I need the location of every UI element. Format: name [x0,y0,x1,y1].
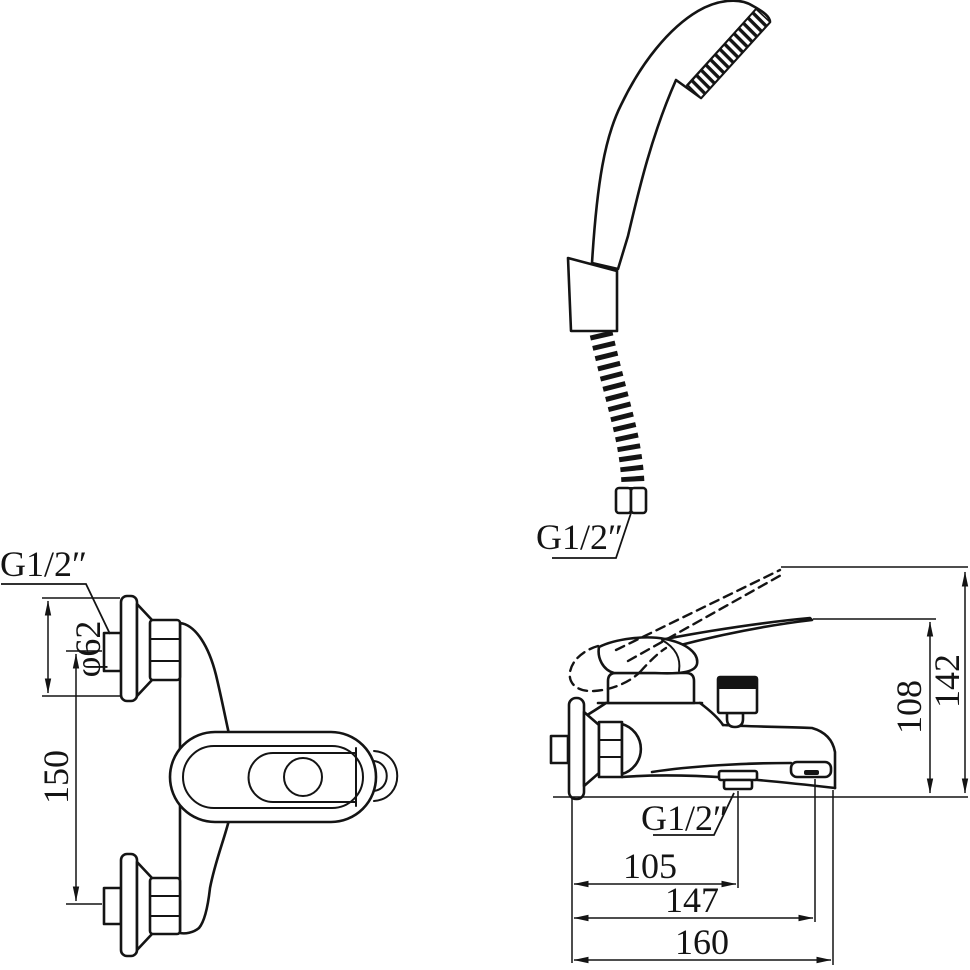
flange-cone [582,710,601,788]
dim-height-overall: 142 [927,571,969,794]
hex-nut [597,720,624,779]
projection-total-text: 160 [675,922,729,962]
cartridge-cover [606,671,696,705]
lever-grip-ridge [661,639,681,672]
dim-offset-hose-outlet: 105 [573,846,737,888]
shower-holder-bracket [566,256,619,333]
knob-neck [725,711,745,729]
dim-offset-spout-outlet: 147 [573,880,814,922]
hose-thread-label: G1/2″ [536,517,623,557]
lever-handle-dashed [568,568,785,693]
top-wall-connector [102,594,182,703]
hose-thread-leader [552,512,632,559]
outlet-thread-label: G1/2″ [641,798,728,838]
handle-front-inner [182,745,364,809]
body-boss [620,722,643,776]
dim-projection-total: 160 [573,922,832,964]
handle-front-capsule [247,752,357,803]
hex-nut [148,618,182,682]
inlet-thread-leader [1,583,111,635]
spout-top-edge [721,723,837,790]
inlet-spacing-text: 150 [36,750,76,804]
height-overall-text: 142 [927,654,967,708]
offset-spout-outlet-text: 147 [665,880,719,920]
thread-stub [549,734,570,765]
front-view: G1/2″ φ62 150 [0,544,399,958]
dim-inlet-spacing: 150 [36,650,102,905]
ext-lines [571,566,968,965]
flange-disc [567,696,586,801]
flange-disc [119,594,139,703]
side-wall-connector [549,696,643,801]
handle-front-tip-inner [373,760,388,792]
hose-end-nut [614,486,633,515]
inlet-thread-label: G1/2″ [0,544,87,584]
thread-stub [102,886,123,926]
hose-outlet-nut [722,778,754,791]
hand-shower-view: G1/2″ [536,0,772,559]
body-right-edge [698,701,725,727]
diverter-knob [716,675,759,729]
offset-hose-outlet-text: 105 [623,846,677,886]
hose-end-nut [629,486,648,515]
handle-front-tip-outer [373,750,399,802]
flange-disc [119,852,139,958]
bottom-wall-connector [102,852,182,958]
hex-nut [148,876,182,936]
spout-aerator [789,760,833,779]
spout-outlet-slot [804,770,819,775]
dim-flange-diameter: φ62 [42,597,120,697]
knob-cap-top [719,678,756,689]
handle-front-button [283,757,323,797]
outlet-thread-leader [653,792,735,836]
height-body-text: 108 [889,680,929,734]
handle-front-outer [168,730,378,824]
hose-outlet-fitting [717,769,759,782]
shower-flex-hose [589,330,645,490]
lever-handle [597,616,814,675]
spray-face-inner-line [686,8,757,87]
side-view: G1/2″ 142 108 105 147 160 [549,566,969,965]
flange-diameter-text: φ62 [68,621,108,678]
spout-underside [650,761,793,774]
dim-height-body: 108 [889,621,934,794]
